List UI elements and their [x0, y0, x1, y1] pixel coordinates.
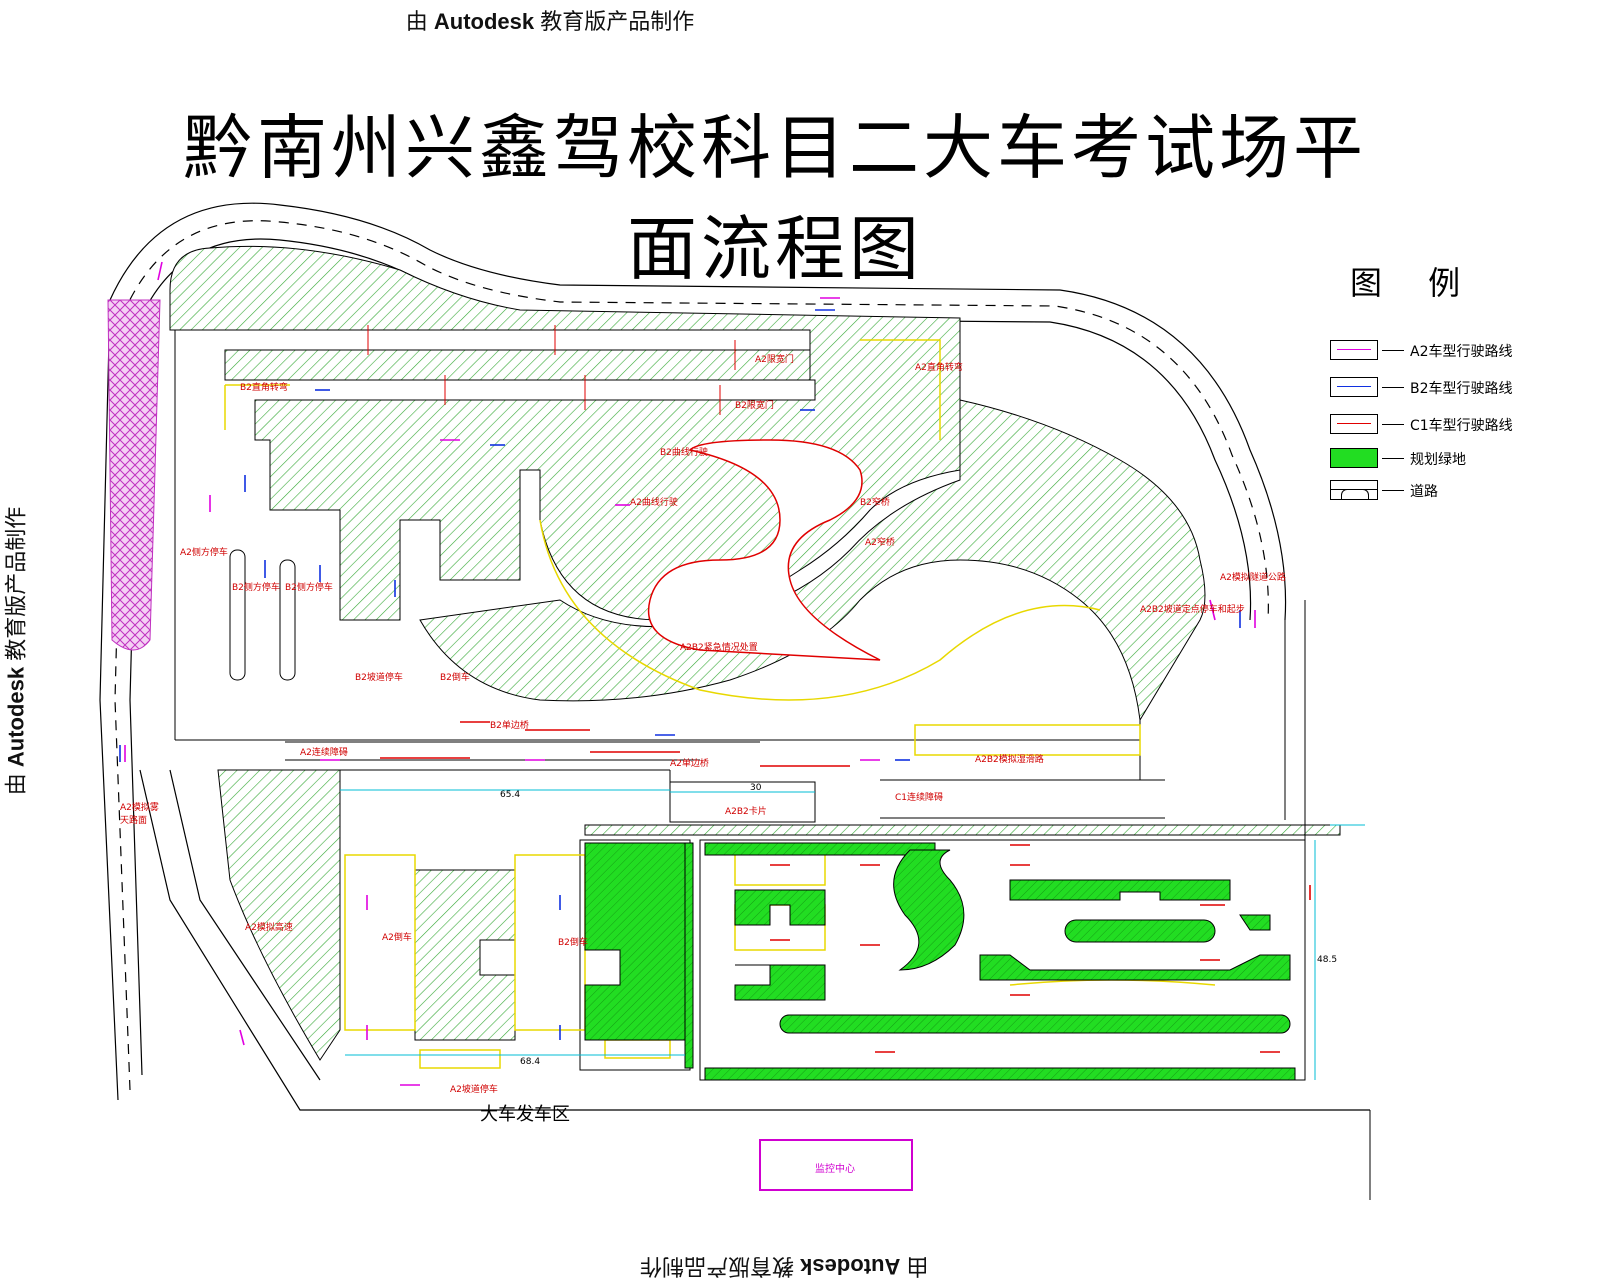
- legend-swatch-green: [1330, 448, 1378, 468]
- label-b2-curve: B2曲线行驶: [660, 448, 708, 458]
- legend-item-c1: C1车型行驶路线: [1330, 412, 1580, 438]
- dim-label-3: 68.4: [520, 1057, 541, 1067]
- label-a2b2-emergency: A2B2紧急情况处置: [680, 643, 758, 653]
- dim-label-4: 48.5: [1317, 955, 1338, 965]
- watermark-top: 由 Autodesk 教育版产品制作: [405, 9, 695, 34]
- label-b2-turn: B2直角转弯: [240, 383, 288, 393]
- label-a2b2-hill: A2B2坡道定点停车和起步: [1140, 605, 1245, 615]
- legend-item-road: 道路: [1330, 478, 1580, 504]
- curve-track: [647, 439, 881, 661]
- label-b2-stop: B2坡道停车: [355, 673, 403, 683]
- legend-swatch-c1: [1330, 414, 1378, 434]
- label-a2-curve: A2曲线行驶: [630, 498, 678, 508]
- page-title: 黔南州兴鑫驾校科目二大车考试场平面流程图: [183, 107, 1367, 290]
- label-b2-single-bridge: B2单边桥: [490, 721, 529, 731]
- label-a2-sign: A2倒车: [382, 933, 412, 943]
- legend-item-green: 规划绿地: [1330, 446, 1580, 472]
- green-blocks: [584, 842, 1296, 1081]
- legend-title: 图 例: [1350, 264, 1479, 302]
- label-b2-lane-2: B2倒车: [440, 673, 470, 683]
- label-a2-corner: A2连续障碍: [300, 748, 348, 758]
- dimension-lines: [340, 789, 1365, 1080]
- label-b2-width: B2限宽门: [735, 401, 774, 411]
- label-b2-bridge: B2窄桥: [860, 498, 890, 508]
- monitor-center-box: [759, 1139, 913, 1191]
- label-a2-turn: A2直角转弯: [915, 363, 963, 373]
- label-b2-park: B2侧方停车: [232, 583, 280, 593]
- label-a2-width: A2限宽门: [755, 355, 794, 365]
- label-a2b2-card: A2B2卡片: [725, 807, 767, 817]
- route-arrows: [119, 261, 1311, 1086]
- monitor-center-label: 监控中心: [815, 1164, 855, 1175]
- label-b2-park-2: B2侧方停车: [285, 583, 333, 593]
- outer-road: [99, 202, 1370, 1111]
- dim-label-2: 30: [750, 783, 762, 793]
- course-lines: [174, 330, 1371, 1200]
- left-ramp: [107, 299, 161, 651]
- label-a2-fog: A2模拟雾天路面: [120, 803, 159, 826]
- label-a2-stop: A2坡道停车: [450, 1085, 498, 1095]
- legend-swatch-road: [1330, 480, 1378, 500]
- station-markers: [367, 325, 736, 415]
- label-c1-continuous: C1连续障碍: [895, 793, 944, 803]
- label-a2-bridge: A2窄桥: [865, 538, 895, 548]
- label-a2-range: A2模拟高速: [245, 923, 293, 933]
- start-area-label: 大车发车区: [480, 1104, 570, 1125]
- green-areas: [169, 245, 1341, 1061]
- legend-swatch-b2: [1330, 377, 1378, 397]
- label-b2-lane: B2倒车: [558, 938, 588, 948]
- label-a2b2-wet: A2B2模拟湿滑路: [975, 755, 1044, 765]
- legend-swatch-a2: [1330, 340, 1378, 360]
- label-a2-mountain: A2模拟隧道公路: [1220, 573, 1286, 583]
- legend-item-b2: B2车型行驶路线: [1330, 375, 1580, 401]
- label-a2-park: A2侧方停车: [180, 548, 228, 558]
- label-a2-single: A2单边桥: [670, 759, 709, 769]
- dim-label-1: 65.4: [500, 790, 521, 800]
- legend-item-a2: A2车型行驶路线: [1330, 338, 1580, 364]
